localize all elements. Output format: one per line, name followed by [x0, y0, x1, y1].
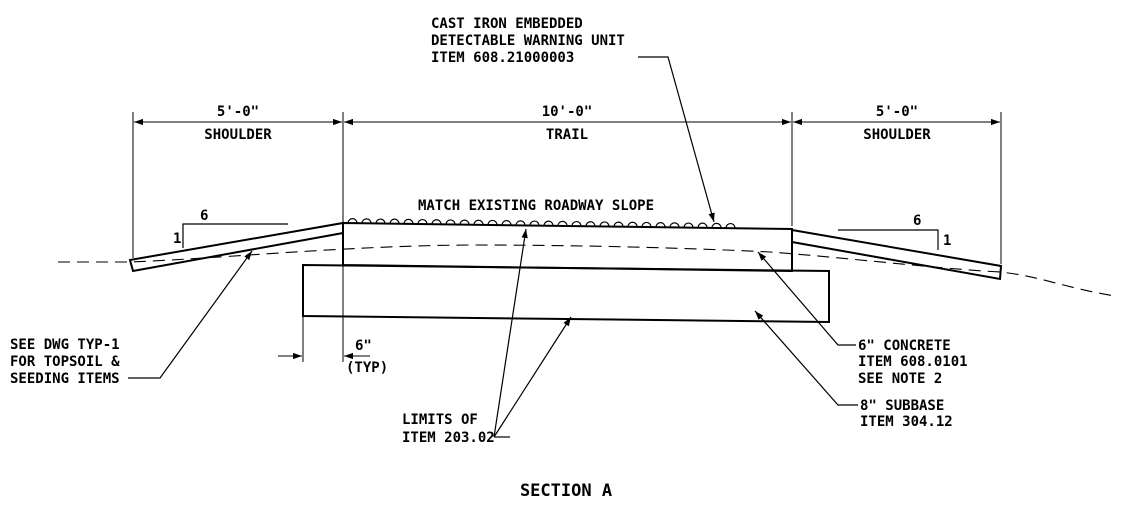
offset-dim-value: 6" — [355, 338, 372, 354]
trail-width: 10'-0" — [542, 104, 593, 120]
right-shoulder-label: SHOULDER — [863, 127, 931, 143]
detectable-warning-domes — [347, 218, 736, 229]
concrete-note-line-1: 6" CONCRETE — [858, 338, 951, 354]
right-slope-triangle — [838, 229, 939, 250]
warning-unit-note-line-1: CAST IRON EMBEDDED — [431, 16, 583, 32]
right-shoulder-width: 5'-0" — [876, 104, 918, 120]
right-slope-run: 6 — [913, 213, 921, 229]
warning-unit-note-line-3: ITEM 608.21000003 — [431, 50, 574, 66]
subbase-leader — [754, 310, 858, 406]
concrete-note-line-3: SEE NOTE 2 — [858, 371, 942, 387]
right-slope-rise: 1 — [943, 233, 951, 249]
subbase-note-line-2: ITEM 304.12 — [860, 414, 953, 430]
slope-note: MATCH EXISTING ROADWAY SLOPE — [418, 198, 654, 214]
limits-note-line-2: ITEM 203.02 — [402, 430, 495, 446]
topsoil-leader — [128, 250, 253, 379]
warning-unit-note-line-2: DETECTABLE WARNING UNIT — [431, 33, 625, 49]
left-slope-rise: 1 — [173, 231, 181, 247]
left-slope-run: 6 — [200, 208, 208, 224]
left-shoulder-label: SHOULDER — [204, 127, 272, 143]
section-title: SECTION A — [520, 481, 612, 501]
topsoil-note-line-1: SEE DWG TYP-1 — [10, 337, 120, 353]
limits-leader-to-subbase — [493, 316, 572, 438]
left-shoulder-width: 5'-0" — [217, 104, 259, 120]
trail-label: TRAIL — [546, 127, 588, 143]
offset-dim-qualifier: (TYP) — [346, 360, 388, 376]
concrete-slab — [342, 221, 793, 273]
concrete-leader — [757, 251, 856, 346]
warning-unit-leader — [638, 56, 715, 223]
subbase-layer — [302, 263, 830, 324]
topsoil-note-line-3: SEEDING ITEMS — [10, 371, 120, 387]
limits-note-line-1: LIMITS OF — [402, 412, 478, 428]
limits-leader-to-slab — [493, 228, 528, 438]
existing-ground-line — [58, 244, 1116, 297]
topsoil-note-line-2: FOR TOPSOIL & — [10, 354, 120, 370]
right-shoulder-topsoil — [791, 228, 1003, 281]
subbase-note-line-1: 8" SUBBASE — [860, 398, 944, 414]
left-shoulder-topsoil — [128, 221, 344, 273]
concrete-note-line-2: ITEM 608.0101 — [858, 354, 968, 370]
left-slope-triangle — [182, 223, 288, 248]
